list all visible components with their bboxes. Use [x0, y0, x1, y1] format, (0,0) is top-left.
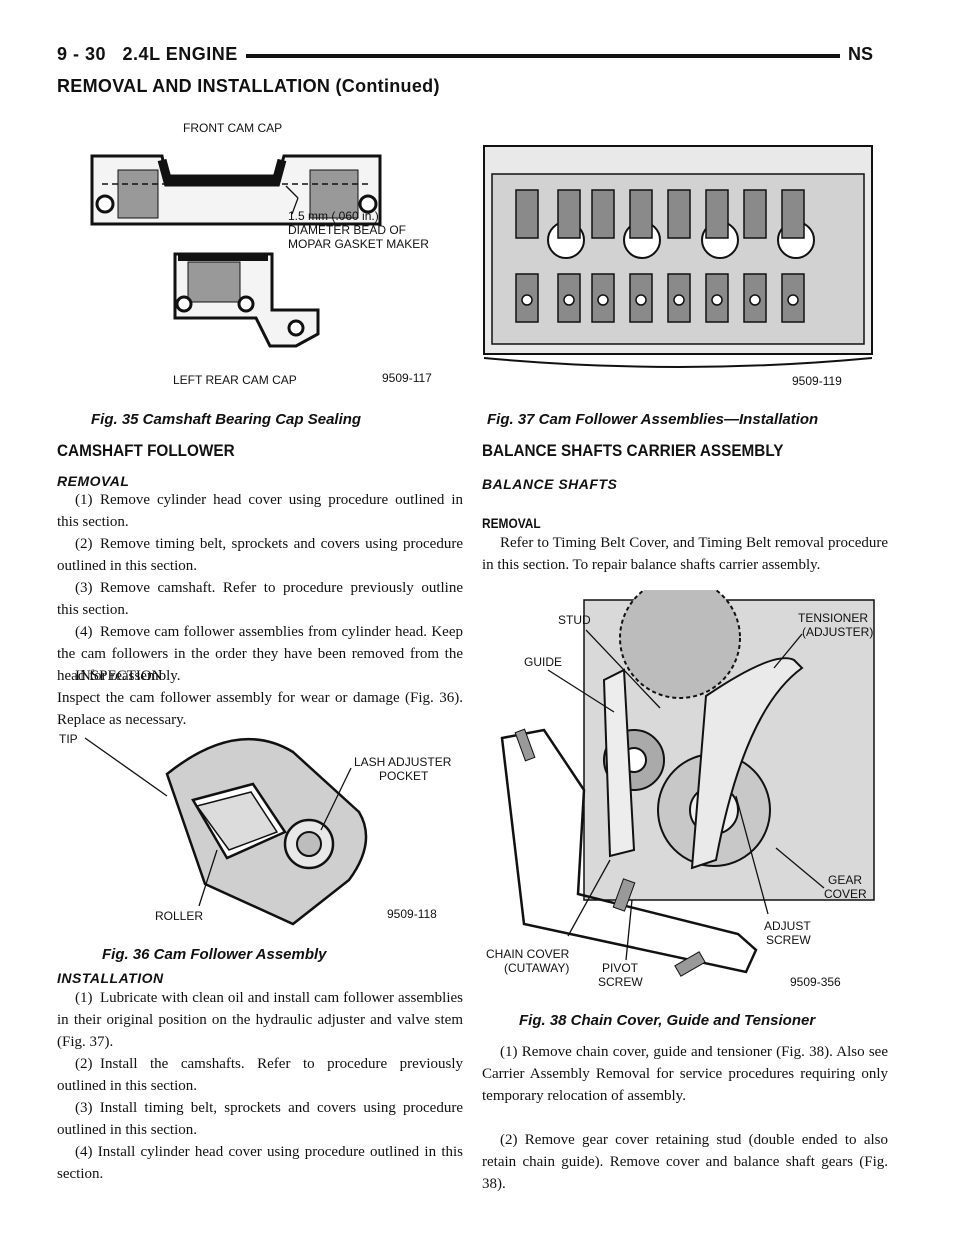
- fig38-label-tensioner-1: TENSIONER: [798, 611, 868, 625]
- removal-step-4: (4) Remove cam follower assemblies from …: [57, 624, 463, 684]
- fig36-number: 9509-118: [387, 907, 437, 921]
- fig36-label-lash-1: LASH ADJUSTER: [354, 755, 452, 769]
- vehicle-code: NS: [848, 44, 874, 64]
- fig37-caption: Fig. 37 Cam Follower Assemblies—Installa…: [487, 411, 819, 428]
- right-step-2: (2) Remove gear cover retaining stud (do…: [482, 1132, 888, 1192]
- fig38-label-gear-1: GEAR: [828, 873, 862, 887]
- fig35-caption: Fig. 35 Camshaft Bearing Cap Sealing: [91, 411, 362, 428]
- fig38-label-pivot-1: PIVOT: [602, 961, 639, 975]
- fig38-label-chain-1: CHAIN COVER: [486, 947, 570, 961]
- fig37-illustration: 9509-119: [480, 144, 878, 394]
- balance-shafts-carrier-heading: BALANCE SHAFTS CARRIER ASSEMBLY: [482, 441, 784, 460]
- installation-step-1: (1) Lubricate with clean oil and install…: [57, 990, 463, 1050]
- fig35-illustration: FRONT CAM CAP 1.5 mm (.060 in.) DIAMETER…: [60, 112, 470, 394]
- fig38-label-chain-2: (CUTAWAY): [504, 961, 569, 975]
- balance-shafts-subheading: BALANCE SHAFTS: [482, 476, 618, 492]
- installation-step-3: (3) Install timing belt, sprockets and c…: [57, 1100, 463, 1138]
- installation-step-2: (2) Install the camshafts. Refer to proc…: [57, 1056, 463, 1094]
- fig38-label-adjust-1: ADJUST: [764, 919, 811, 933]
- removal-heading: REMOVAL: [57, 473, 130, 489]
- fig38-label-stud: STUD: [558, 613, 591, 627]
- page-number: 9 - 30: [57, 44, 107, 64]
- fig35-label-front: FRONT CAM CAP: [183, 121, 282, 135]
- fig38-label-gear-2: COVER: [824, 887, 867, 901]
- fig36-illustration: TIP LASH ADJUSTER POCKET ROLLER 9509-118: [57, 722, 467, 932]
- fig36-label-tip: TIP: [59, 732, 78, 746]
- fig37-number: 9509-119: [792, 374, 842, 388]
- removal-step-3: (3) Remove camshaft. Refer to procedure …: [57, 580, 463, 618]
- fig36-label-roller: ROLLER: [155, 909, 203, 923]
- fig35-label-bead-2: DIAMETER BEAD OF: [288, 223, 406, 237]
- fig38-caption: Fig. 38 Chain Cover, Guide and Tensioner: [519, 1012, 816, 1029]
- fig36-label-lash-2: POCKET: [379, 769, 429, 783]
- fig35-number: 9509-117: [382, 371, 432, 385]
- inspection-heading: INSPECTION: [75, 668, 163, 684]
- fig38-label-tensioner-2: (ADJUSTER): [802, 625, 873, 639]
- installation-step-4: (4) Install cylinder head cover using pr…: [57, 1144, 463, 1182]
- right-step-1: (1) Remove chain cover, guide and tensio…: [482, 1044, 888, 1104]
- page-header-left: 9 - 30 2.4L ENGINE: [57, 44, 238, 65]
- fig38-label-guide: GUIDE: [524, 655, 562, 669]
- fig38-illustration: STUD TENSIONER (ADJUSTER) GUIDE GEAR COV…: [484, 577, 884, 996]
- right-removal-heading: REMOVAL: [482, 515, 541, 531]
- installation-heading: INSTALLATION: [57, 970, 164, 986]
- fig38-number: 9509-356: [790, 975, 841, 989]
- fig38-label-adjust-2: SCREW: [766, 933, 811, 947]
- camshaft-follower-heading: CAMSHAFT FOLLOWER: [57, 441, 235, 460]
- fig36-caption: Fig. 36 Cam Follower Assembly: [102, 946, 327, 963]
- fig35-label-bead-1: 1.5 mm (.060 in.): [288, 209, 379, 223]
- right-removal-intro: Refer to Timing Belt Cover, and Timing B…: [482, 535, 888, 573]
- removal-step-2: (2) Remove timing belt, sprockets and co…: [57, 536, 463, 574]
- header-rule: [246, 54, 840, 58]
- section-title: REMOVAL AND INSTALLATION (Continued): [57, 76, 440, 96]
- inspection-text: Inspect the cam follower assembly for we…: [57, 690, 463, 728]
- fig35-label-left-rear: LEFT REAR CAM CAP: [173, 373, 297, 387]
- removal-step-1: (1) Remove cylinder head cover using pro…: [57, 492, 463, 530]
- fig38-label-pivot-2: SCREW: [598, 975, 643, 989]
- engine-title: 2.4L ENGINE: [122, 44, 238, 64]
- fig35-label-bead-3: MOPAR GASKET MAKER: [288, 237, 429, 251]
